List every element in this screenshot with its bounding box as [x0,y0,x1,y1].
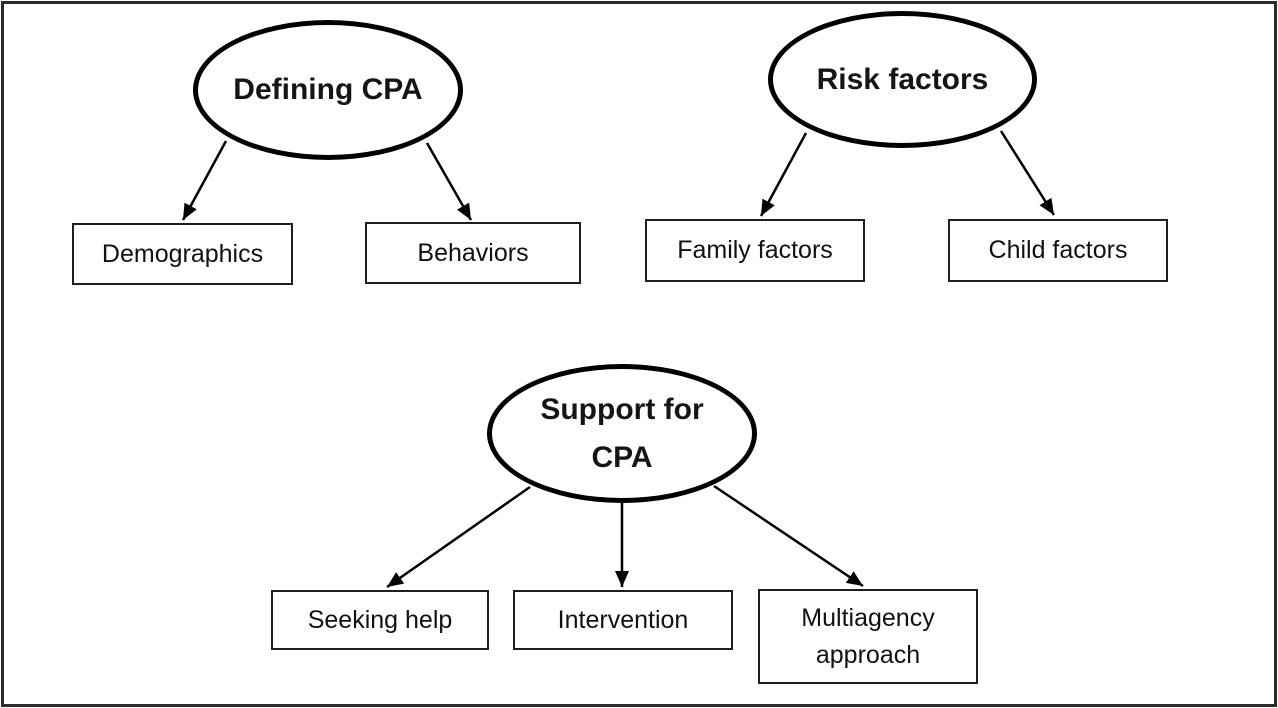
arrow-support-cpa-to-seeking-help [386,485,531,589]
box-seeking-help: Seeking help [271,590,489,650]
arrow-risk-factors-to-family-factors [759,132,808,217]
box-multiagency-approach-label-line2: approach [815,640,921,669]
box-multiagency-approach-label-line1: Multiagency [801,603,935,632]
box-multiagency-approach: Multiagency approach [758,589,978,684]
box-behaviors: Behaviors [365,222,581,284]
arrow-risk-factors-to-child-factors [999,130,1056,216]
arrow-defining-cpa-to-demographics [181,140,228,221]
ellipse-support-for-cpa-label-line2: CPA [591,440,653,474]
box-intervention-label: Intervention [557,605,689,634]
ellipse-risk-factors-label: Risk factors [816,62,989,96]
box-behaviors-label: Behaviors [417,238,529,267]
box-family-factors-label: Family factors [677,236,833,264]
ellipse-support-for-cpa-label-line1: Support for [540,392,704,426]
ellipse-defining-cpa-label: Defining CPA [233,73,423,106]
box-child-factors-label: Child factors [988,236,1128,264]
box-demographics: Demographics [72,223,293,285]
arrow-defining-cpa-to-behaviors [425,142,473,221]
box-family-factors: Family factors [645,219,865,282]
box-child-factors: Child factors [948,219,1168,282]
ellipse-defining-cpa: Defining CPA [193,20,463,160]
ellipse-support-for-cpa: Support for CPA [487,364,757,503]
arrow-support-cpa-to-multiagency [713,484,864,588]
box-demographics-label: Demographics [101,239,264,268]
box-intervention: Intervention [513,590,733,650]
ellipse-risk-factors: Risk factors [768,11,1037,148]
box-seeking-help-label: Seeking help [307,605,453,634]
